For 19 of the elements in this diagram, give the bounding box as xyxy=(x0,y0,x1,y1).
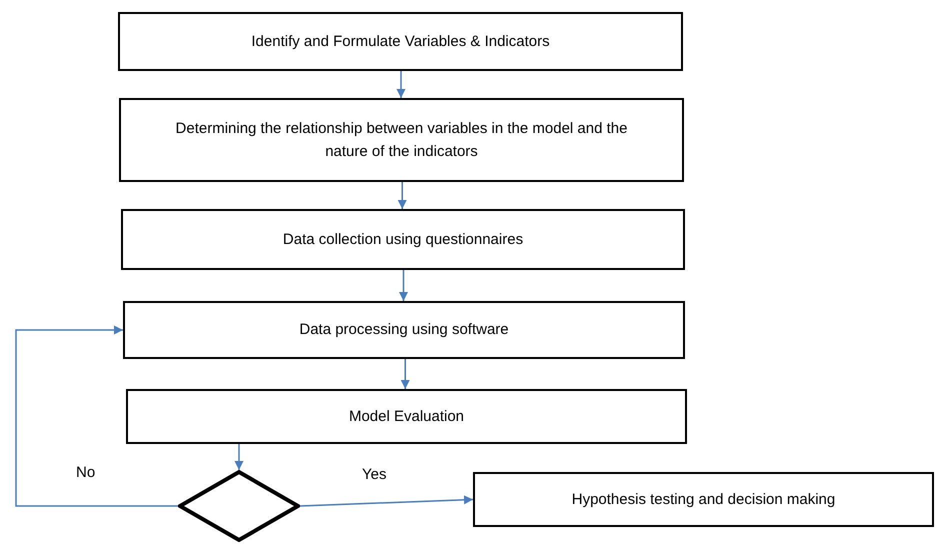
box-text: Hypothesis testing and decision making xyxy=(572,490,836,510)
arrow xyxy=(398,182,407,209)
box-text: Model Evaluation xyxy=(348,406,464,427)
process-box xyxy=(126,389,687,444)
arrow xyxy=(234,444,244,470)
arrow xyxy=(400,359,410,389)
box-text: Determining the relationship between variables in the model and the nature of the indicators xyxy=(174,118,628,162)
box-text: Data processing using software xyxy=(299,320,509,340)
arrow xyxy=(399,270,408,301)
box-text: Data collection using questionnaires xyxy=(282,230,524,250)
process-box xyxy=(123,301,685,359)
process-box xyxy=(119,98,684,182)
arrow xyxy=(396,71,406,98)
arrow xyxy=(300,495,474,507)
process-box xyxy=(118,12,683,71)
process-box xyxy=(121,209,685,270)
process-box xyxy=(473,472,934,527)
arrow xyxy=(15,326,178,507)
box-text: Identify and Formulate Variables & Indicators xyxy=(251,32,550,52)
